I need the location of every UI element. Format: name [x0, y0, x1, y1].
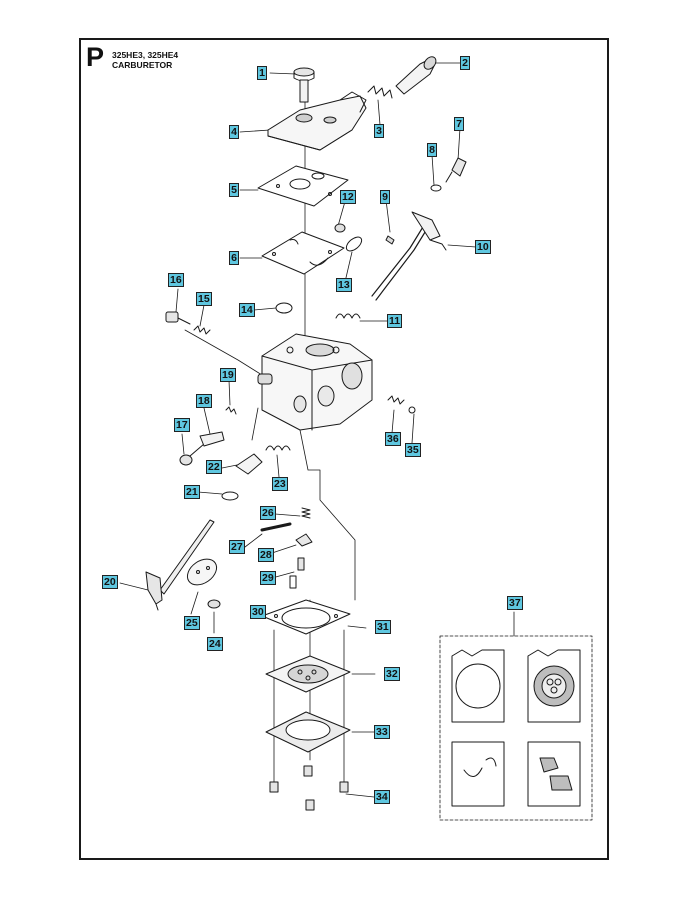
- callout-13[interactable]: 13: [336, 278, 352, 292]
- gasket-part-5: [257, 165, 349, 207]
- callout-37[interactable]: 37: [507, 596, 523, 610]
- callout-22[interactable]: 22: [206, 460, 222, 474]
- leader-lines: [119, 62, 515, 798]
- callout-30[interactable]: 30: [250, 605, 266, 619]
- callout-31[interactable]: 31: [375, 620, 391, 634]
- spring-part-23: [265, 445, 291, 451]
- callout-23[interactable]: 23: [272, 477, 288, 491]
- choke-valve-part-25: [186, 558, 218, 586]
- metering-diaphragm-part-32: [265, 655, 351, 693]
- callout-34[interactable]: 34: [374, 790, 390, 804]
- lever-part-22: [235, 453, 263, 475]
- throttle-valve-part-13: [345, 236, 363, 252]
- washer-part-8: [430, 184, 442, 192]
- callout-7[interactable]: 7: [454, 117, 464, 131]
- fuel-inlet-part-2: [395, 56, 437, 95]
- carburetor-body: [257, 333, 373, 431]
- o-ring-part-14: [275, 302, 293, 314]
- screw-part-16: [165, 311, 191, 325]
- spring-part-11: [335, 313, 361, 319]
- spring-part-19: [225, 406, 237, 415]
- ball-part-35: [408, 406, 416, 414]
- callout-11[interactable]: 11: [387, 314, 403, 328]
- callout-1[interactable]: 1: [257, 66, 267, 80]
- gasket-part-6: [261, 231, 345, 275]
- diagram-title: CARBURETOR: [112, 60, 173, 70]
- callout-36[interactable]: 36: [385, 432, 401, 446]
- callout-18[interactable]: 18: [196, 394, 212, 408]
- diaphragm-gasket-part-31: [261, 599, 351, 635]
- callout-16[interactable]: 16: [168, 273, 184, 287]
- choke-shaft-part-20: [145, 519, 215, 611]
- pump-cover-part-4: [267, 91, 367, 151]
- washer-part-21: [221, 491, 239, 501]
- page-frame: [79, 38, 609, 860]
- spring-part-15: [193, 325, 211, 335]
- model-numbers: 325HE3, 325HE4: [112, 50, 179, 60]
- spring-part-26: [301, 507, 311, 519]
- callout-28[interactable]: 28: [258, 548, 274, 562]
- screw-part-30: [289, 575, 297, 589]
- callout-10[interactable]: 10: [475, 240, 491, 254]
- screw-part-17: [179, 443, 205, 466]
- gasket-kit-part-37: [439, 635, 593, 821]
- pin-part-27: [260, 522, 292, 532]
- diaphragm-cover-part-33: [265, 711, 351, 753]
- screw-part-9: [385, 235, 395, 245]
- spring-part-3: [367, 85, 393, 99]
- callout-32[interactable]: 32: [384, 667, 400, 681]
- needle-part-29: [297, 557, 305, 571]
- callout-12[interactable]: 12: [340, 190, 356, 204]
- callout-21[interactable]: 21: [184, 485, 200, 499]
- cover-screws-part-34: [269, 765, 349, 811]
- callout-27[interactable]: 27: [229, 540, 245, 554]
- screw-part-1: [293, 67, 315, 103]
- callout-17[interactable]: 17: [174, 418, 190, 432]
- callout-15[interactable]: 15: [196, 292, 212, 306]
- callout-33[interactable]: 33: [374, 725, 390, 739]
- screw-part-36: [387, 395, 405, 405]
- callout-20[interactable]: 20: [102, 575, 118, 589]
- callout-9[interactable]: 9: [380, 190, 390, 204]
- callout-5[interactable]: 5: [229, 183, 239, 197]
- callout-4[interactable]: 4: [229, 125, 239, 139]
- callout-2[interactable]: 2: [460, 56, 470, 70]
- screw-part-24: [207, 599, 221, 609]
- plug-part-12: [334, 223, 346, 233]
- needle-lever-part-28: [295, 533, 313, 547]
- callout-6[interactable]: 6: [229, 251, 239, 265]
- throttle-shaft-part-10: [371, 211, 447, 301]
- callout-19[interactable]: 19: [220, 368, 236, 382]
- lever-part-18: [199, 431, 225, 447]
- section-letter: P: [86, 42, 105, 72]
- callout-14[interactable]: 14: [239, 303, 255, 317]
- callout-26[interactable]: 26: [260, 506, 276, 520]
- callout-25[interactable]: 25: [184, 616, 200, 630]
- callout-29[interactable]: 29: [260, 571, 276, 585]
- callout-35[interactable]: 35: [405, 443, 421, 457]
- callout-24[interactable]: 24: [207, 637, 223, 651]
- callout-3[interactable]: 3: [374, 124, 384, 138]
- idle-screw-part-7: [445, 157, 467, 183]
- callout-8[interactable]: 8: [427, 143, 437, 157]
